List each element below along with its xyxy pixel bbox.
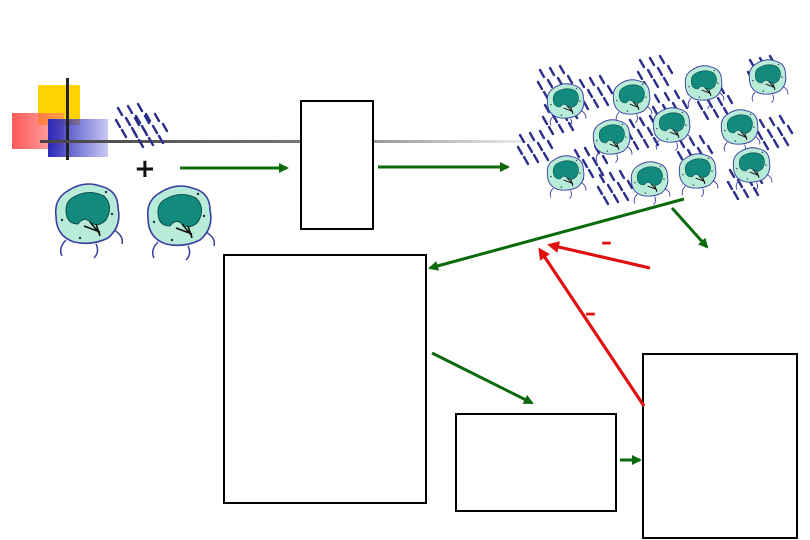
right-tall-box bbox=[642, 353, 798, 539]
inhibit-arrow-lower bbox=[538, 247, 646, 407]
plus-sign: + bbox=[134, 154, 156, 184]
inhibit-arrow-upper bbox=[547, 241, 651, 270]
immune-cell-icon bbox=[54, 183, 124, 259]
arrow-left-box-to-bottom-box bbox=[431, 351, 534, 405]
arrow-cluster-down-right bbox=[670, 206, 709, 249]
minus-sign-upper: – bbox=[601, 230, 612, 255]
minus-sign-lower: – bbox=[585, 301, 596, 326]
immune-cell-icon bbox=[146, 185, 216, 261]
arrow-cluster-to-left-box bbox=[428, 197, 685, 271]
left-large-box bbox=[223, 254, 427, 504]
center-top-box bbox=[300, 100, 374, 230]
bottom-middle-box bbox=[455, 413, 617, 512]
header-rule bbox=[40, 140, 540, 143]
